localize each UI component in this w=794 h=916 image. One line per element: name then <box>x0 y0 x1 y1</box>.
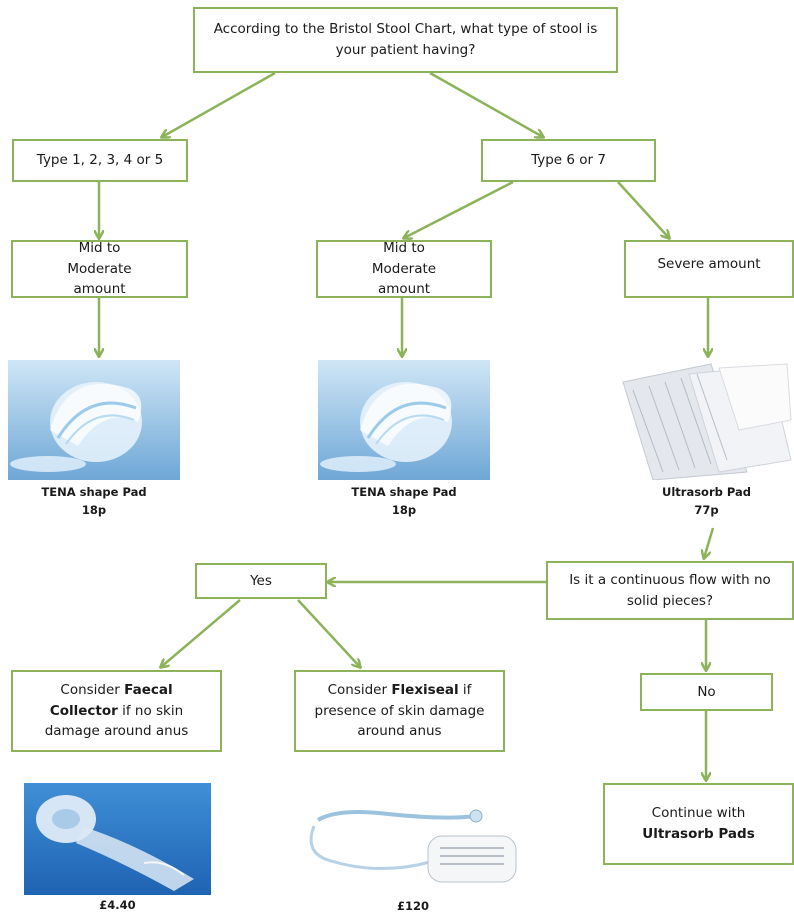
flexiseal-price: £120 <box>396 899 429 913</box>
tena-left-price: 18p <box>81 502 107 517</box>
tena-right-price: 18p <box>391 502 417 517</box>
faecal-collector-price: £4.40 <box>99 898 136 912</box>
type-1-5-box: Type 1, 2, 3, 4 or 5 <box>12 139 188 182</box>
mid-moderate-left-box: Mid to Moderate amount <box>11 240 188 298</box>
mid-moderate-left-text: Mid to Moderate amount <box>67 239 132 298</box>
faecal-collector-text: Consider Faecal Collector if no skin dam… <box>44 681 189 740</box>
tena-left-name: TENA shape Pad <box>41 485 147 499</box>
arrow-question-to-type67 <box>429 71 543 137</box>
type-1-5-text: Type 1, 2, 3, 4 or 5 <box>36 152 164 169</box>
yes-box: Yes <box>195 563 327 599</box>
faecal-collector-box: Consider Faecal Collector if no skin dam… <box>11 670 222 752</box>
tena-pad-image-right <box>318 360 490 480</box>
yes-text: Yes <box>250 572 272 589</box>
continue-line2: Ultrasorb Pads <box>642 826 755 842</box>
flexiseal-kit-image <box>298 800 528 900</box>
ultrasorb-price: 77p <box>694 502 719 517</box>
mid-moderate-right-box: Mid to Moderate amount <box>316 240 492 298</box>
tena-right-caption: TENA shape Pad 18p <box>318 484 490 520</box>
ultrasorb-caption: Ultrasorb Pad 77p <box>619 484 794 520</box>
arrow-yes-to-faecal <box>161 599 241 667</box>
continuous-flow-question-text: Is it a continuous flow with no solid pi… <box>569 571 771 609</box>
continuous-flow-question-box: Is it a continuous flow with no solid pi… <box>546 561 794 620</box>
continue-line1: Continue with <box>651 805 746 822</box>
no-text: No <box>697 683 716 700</box>
severe-amount-box: Severe amount <box>624 240 794 298</box>
tena-pad-image-left <box>8 360 180 480</box>
type-6-7-text: Type 6 or 7 <box>531 152 606 169</box>
question-stool-type-text: According to the Bristol Stool Chart, wh… <box>213 21 598 58</box>
arrow-yes-to-flexiseal <box>297 599 360 667</box>
ultrasorb-pad-image <box>619 360 794 480</box>
question-stool-type: According to the Bristol Stool Chart, wh… <box>193 7 618 73</box>
arrow-type67-to-mid <box>404 180 514 238</box>
faecal-collector-image <box>24 783 211 895</box>
no-box: No <box>640 673 773 711</box>
tena-left-caption: TENA shape Pad 18p <box>8 484 180 520</box>
type-6-7-box: Type 6 or 7 <box>481 139 656 182</box>
arrow-type67-to-severe <box>617 181 669 238</box>
faecal-collector-caption: £4.40 <box>24 897 211 915</box>
arrow-question-to-type15 <box>162 71 276 137</box>
flexiseal-caption: £120 <box>298 898 528 916</box>
severe-amount-text: Severe amount <box>657 256 761 272</box>
flexiseal-box: Consider Flexiseal if presence of skin d… <box>294 670 505 752</box>
continue-ultrasorb-box: Continue with Ultrasorb Pads <box>603 783 794 865</box>
ultrasorb-name: Ultrasorb Pad <box>662 485 751 499</box>
mid-moderate-right-text: Mid to Moderate amount <box>371 239 437 298</box>
tena-right-name: TENA shape Pad <box>351 485 457 499</box>
flexiseal-text: Consider Flexiseal if presence of skin d… <box>314 681 485 740</box>
arrow-ultrasorb-to-question <box>704 527 715 558</box>
